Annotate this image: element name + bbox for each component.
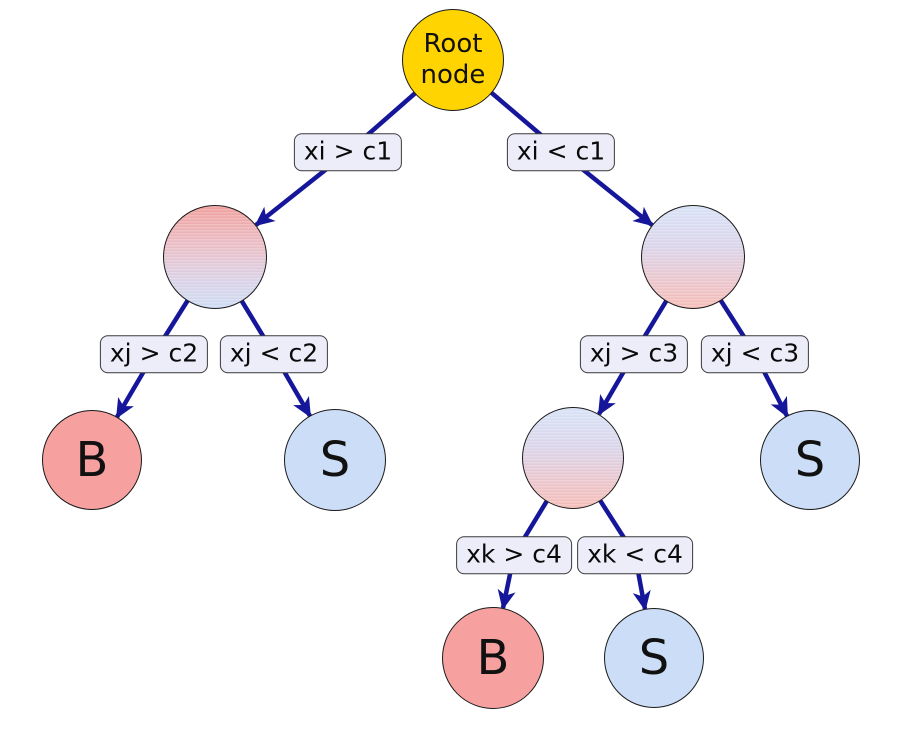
- node-internal-right: [641, 205, 745, 309]
- leaf-signal-bottom: S: [604, 608, 704, 708]
- node-internal-mid: [522, 407, 624, 509]
- leaf-label: S: [794, 432, 826, 488]
- leaf-label: B: [75, 432, 109, 488]
- node-internal-left: [163, 205, 267, 309]
- leaf-signal-left: S: [284, 409, 386, 511]
- edge-label-xj-lt-c3: xj < c3: [700, 335, 810, 373]
- leaf-background-left: B: [42, 410, 142, 510]
- edge-label-xk-lt-c4: xk < c4: [577, 536, 693, 574]
- node-root: Root node: [402, 9, 504, 111]
- edge-label-xi-lt-c1: xi < c1: [506, 133, 616, 171]
- leaf-signal-right: S: [760, 410, 860, 510]
- leaf-label: S: [638, 630, 670, 686]
- leaf-label: B: [476, 630, 510, 686]
- edge-label-xj-gt-c2: xj > c2: [99, 335, 209, 373]
- edge-label-xj-lt-c2: xj < c2: [219, 335, 329, 373]
- root-node-label: Root node: [420, 29, 486, 90]
- edge-label-xj-gt-c3: xj > c3: [579, 335, 689, 373]
- edge-label-xk-gt-c4: xk > c4: [456, 536, 572, 574]
- leaf-label: S: [319, 432, 351, 488]
- edge-label-xi-gt-c1: xi > c1: [293, 133, 403, 171]
- leaf-background-bottom: B: [442, 607, 544, 709]
